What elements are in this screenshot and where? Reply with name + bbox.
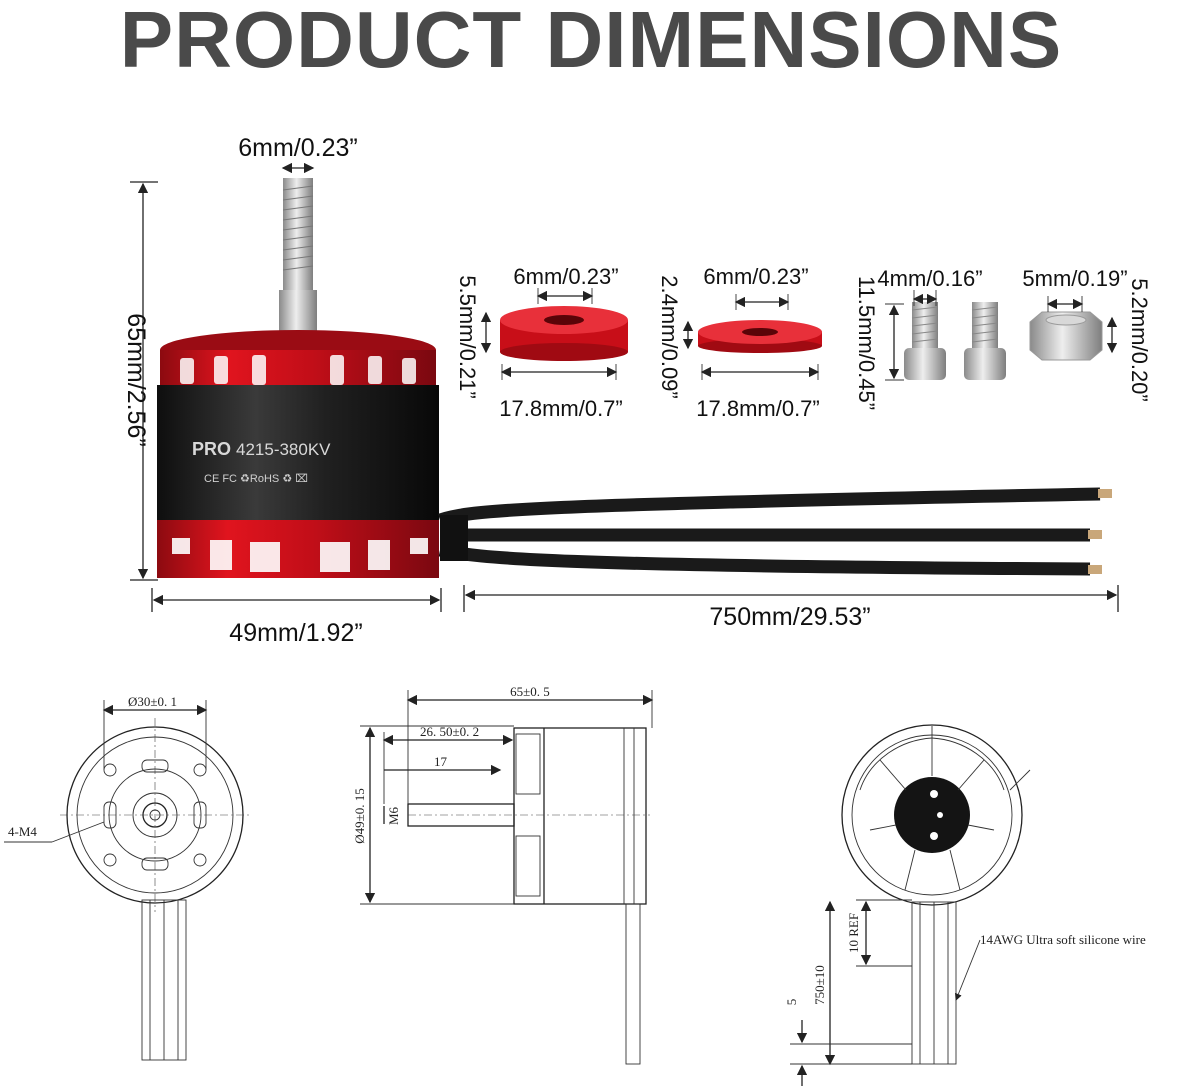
cable-length-label: 750mm/29.53”	[709, 603, 870, 631]
bolt-circle-label: Ø30±0. 1	[128, 694, 177, 709]
side-diameter-label: Ø49±0. 15	[352, 788, 367, 844]
page-title: PRODUCT DIMENSIONS	[119, 0, 1063, 84]
thin-washer-inner-label: 6mm/0.23”	[703, 264, 808, 289]
side-thread-label: M6	[386, 806, 401, 825]
side-view-drawing	[360, 690, 654, 1065]
thick-washer	[500, 306, 628, 361]
motor-dimension-lines	[130, 162, 1119, 612]
lock-nut	[1029, 311, 1103, 361]
motor-brand-label: PRO	[192, 439, 231, 459]
screw-length-label: 11.5mm/0.45”	[854, 276, 879, 410]
wire-note-label: 14AWG Ultra soft silicone wire	[980, 932, 1146, 947]
rear-ref-label: 10 REF	[846, 913, 861, 953]
motor-model-label: 4215-380KV	[236, 440, 331, 459]
screws	[904, 302, 1006, 380]
rear-tip-label: 5	[784, 999, 799, 1006]
thin-washer	[698, 320, 822, 353]
motor-height-label: 65mm/2.56”	[122, 313, 150, 446]
side-shaft-label: 17	[434, 754, 448, 769]
front-thread-label: 4-M4	[8, 824, 37, 839]
shaft-diameter-label: 6mm/0.23”	[238, 134, 357, 162]
front-view-drawing	[4, 700, 250, 1061]
rear-view-drawing	[790, 724, 1031, 1086]
side-body-label: 26. 50±0. 2	[420, 724, 479, 739]
rear-wire-length-label: 750±10	[812, 965, 827, 1005]
thin-washer-outer-label: 17.8mm/0.7”	[696, 396, 820, 421]
thin-washer-height-label: 2.4mm/0.09”	[657, 275, 682, 399]
nut-height-label: 5.2mm/0.20”	[1127, 278, 1152, 402]
thick-washer-outer-label: 17.8mm/0.7”	[499, 396, 623, 421]
motor-width-label: 49mm/1.92”	[229, 619, 362, 647]
side-length-label: 65±0. 5	[510, 684, 550, 699]
thick-washer-height-label: 5.5mm/0.21”	[455, 275, 480, 399]
motor-cert-marks: CE FC ♻RoHS ♻ ⌧	[204, 473, 308, 485]
motor-photo: PRO 4215-380KV CE FC ♻RoHS ♻ ⌧	[157, 178, 1112, 578]
nut-diameter-label: 5mm/0.19”	[1022, 266, 1127, 291]
screw-diameter-label: 4mm/0.16”	[877, 266, 982, 291]
thick-washer-inner-label: 6mm/0.23”	[513, 264, 618, 289]
